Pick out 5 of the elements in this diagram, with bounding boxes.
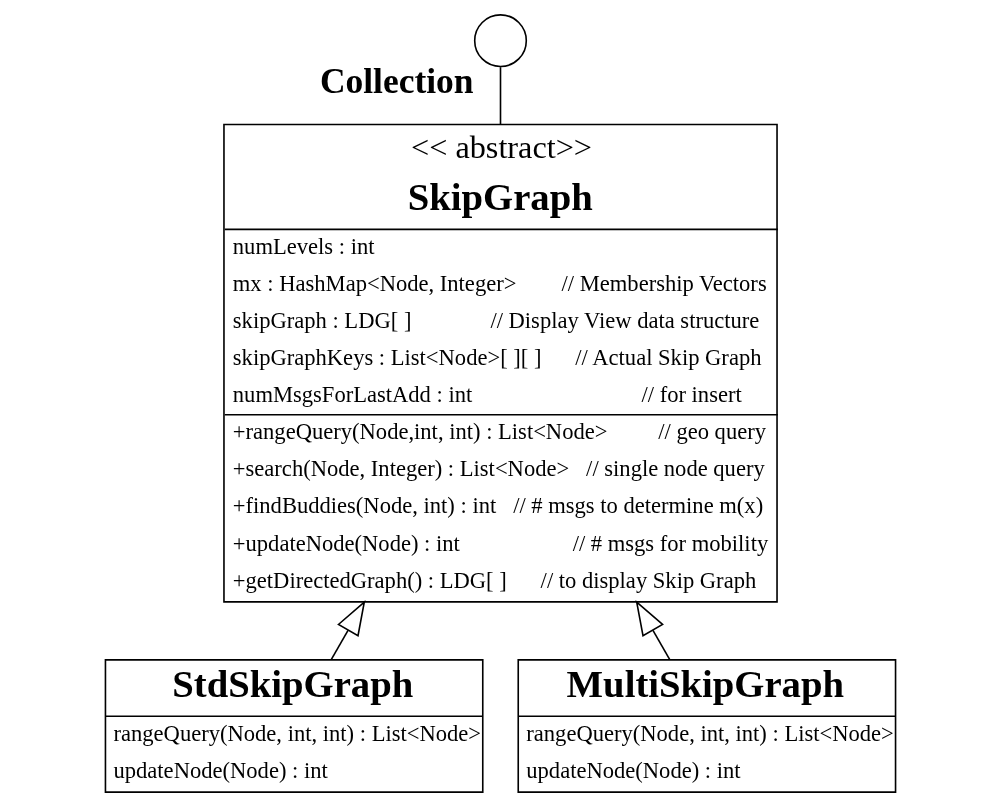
node-label: Collection <box>319 61 474 102</box>
node-circle <box>473 14 528 68</box>
connector <box>499 66 502 126</box>
arrow <box>635 600 671 661</box>
arrow <box>330 600 366 661</box>
